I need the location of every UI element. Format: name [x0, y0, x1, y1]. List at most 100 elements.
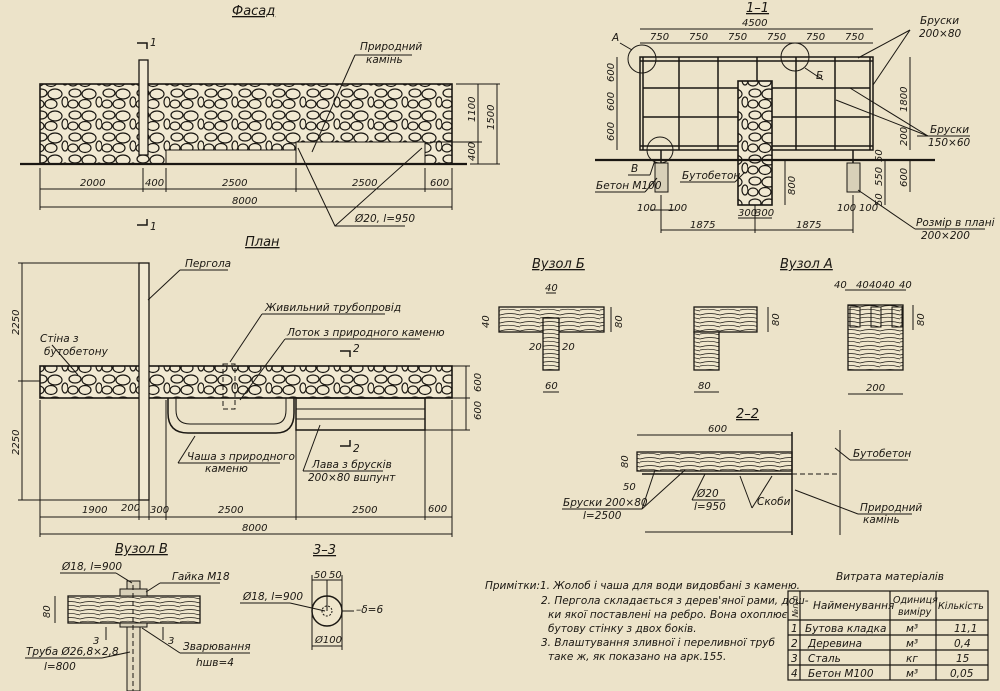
weld-label: Зварювання: [183, 641, 251, 653]
dim-label: 400: [467, 142, 478, 161]
section-2-2: 2–2 600 80 50 Бруски 200×80 l=2500 Ø20 l…: [562, 407, 922, 535]
dim-label: 50: [329, 570, 342, 581]
dim-label: 100: [637, 203, 656, 214]
bowl-recess: [165, 149, 297, 165]
thickness-label: –δ=6: [356, 604, 383, 616]
dim-label: 1800: [899, 87, 910, 112]
cell-qty: 11,1: [954, 623, 977, 635]
post-section: [847, 304, 904, 371]
node-v-label: В: [631, 163, 638, 175]
section-1-1-dimensions: 600 600 600 1800 200 50 550 50 600 800 1…: [606, 57, 911, 233]
dim-label: 1900: [82, 505, 107, 516]
rod-leader: [297, 147, 423, 227]
dim-label: 40: [882, 280, 895, 291]
dim-label: 20: [562, 342, 575, 353]
beam: [67, 595, 201, 624]
cell-n: 1: [791, 623, 798, 635]
rod-label: l=950: [694, 501, 726, 513]
bars-label: 200×80: [919, 28, 962, 40]
bars-label: Бруски 200×80: [563, 497, 648, 509]
bowl-inner: [175, 398, 287, 425]
bench-plan: [295, 397, 426, 431]
note-item: 1. Жолоб і чаша для води видовбані з кам…: [540, 580, 800, 592]
dim-label: 550: [874, 167, 885, 186]
bolt-label: Ø18, l=900: [242, 591, 303, 603]
plan-dimensions: 1900 200 300 2500 2500 600 8000 2250 225…: [11, 262, 484, 537]
dim-label: Ø100: [314, 634, 342, 646]
dim-label: 100: [668, 203, 687, 214]
bowl-outline: [167, 398, 295, 434]
section-mark-bottom: 2: [353, 443, 360, 455]
bowl-label: Чаша з природного: [187, 451, 295, 463]
nut-label: Гайка М18: [172, 571, 230, 583]
dim-total: 8000: [242, 523, 267, 534]
bowl-label: каменю: [205, 463, 248, 475]
bench-boards: [636, 451, 793, 472]
bars-label: Бруски: [930, 124, 969, 136]
dim-label: 40: [856, 280, 869, 291]
plan-size-label: Розмір в плані: [916, 217, 995, 229]
dim-label: 300: [738, 208, 757, 219]
dim-label: 600: [473, 401, 484, 420]
materials-title: Витрата матеріалів: [836, 571, 944, 583]
node-b-label: Б: [816, 70, 823, 82]
cut-mark: 3: [93, 636, 99, 647]
stone-label: камінь: [863, 514, 900, 526]
dim-label: 100: [837, 203, 856, 214]
dim-label: 40: [899, 280, 912, 291]
dim-total: 4500: [742, 18, 767, 29]
section-3-3-title: 3–3: [313, 543, 336, 558]
dim-label: 2250: [11, 430, 22, 455]
footing-right: [846, 162, 861, 193]
note-item: таке ж, як показано на арк.155.: [548, 651, 726, 663]
notes-heading: Примітки:: [485, 580, 540, 592]
dim-label: 50: [874, 193, 885, 206]
plan-title: План: [245, 235, 280, 250]
node-a-title: Вузол А: [780, 257, 833, 272]
dim-label: 800: [787, 176, 798, 195]
note-item: 2. Пергола складається з дерев'яної рами…: [541, 595, 809, 607]
cell-qty: 0,05: [950, 668, 974, 680]
node-a-label: А: [611, 32, 619, 44]
section-marker-icon: [340, 440, 351, 447]
node-v-detail: Вузол В 80 Ø18, l=900 Гайка М18 3 3 Труб…: [25, 542, 251, 691]
staples-label: Скоби: [757, 496, 791, 508]
cell-name: Бутова кладка: [805, 623, 886, 635]
section-mark-top: 1: [150, 37, 157, 49]
wall-label: бутобетону: [44, 346, 109, 358]
header-cell: №п.п: [791, 596, 800, 618]
table-row: 4 Бетон М100 м³ 0,05: [791, 668, 974, 680]
dim-label: 750: [728, 32, 747, 43]
dim-label: 2500: [218, 505, 243, 516]
node-a-detail: Вузол А 80 80 40 40 40 40 40 80 200: [693, 257, 927, 395]
dim-label: 400: [145, 178, 164, 189]
rubble-label: Бутобетон: [682, 170, 740, 182]
bars-label: 150×60: [928, 137, 971, 149]
cell-name: Бетон М100: [808, 668, 874, 680]
leader-line: [311, 54, 356, 153]
post: [693, 331, 720, 371]
concrete-label: Бетон М100: [596, 180, 662, 192]
stone-label: Природний: [860, 502, 922, 514]
bench-label: 200×80 вшпунт: [308, 472, 396, 484]
dim-label: 2250: [11, 310, 22, 335]
cut-mark: 3: [168, 636, 174, 647]
dim-label: 2500: [222, 178, 247, 189]
facade-view: Фасад 1 1 Природний камінь Ø20, l=950 20…: [20, 4, 500, 233]
pergola-plan: [138, 262, 150, 501]
node-b-circle: [780, 42, 810, 72]
cell-unit: м³: [906, 668, 918, 680]
cell-n: 3: [791, 653, 798, 665]
cell-qty: 0,4: [954, 638, 971, 650]
dim-label: 600: [473, 373, 484, 392]
beam: [693, 306, 758, 333]
stone-label: камінь: [366, 54, 403, 66]
bolt-label: Ø18, l=900: [61, 561, 122, 573]
bars-label: l=2500: [583, 510, 622, 522]
node-a-circle: [627, 44, 657, 74]
dim-label: 2500: [352, 505, 377, 516]
dim-label: 750: [767, 32, 786, 43]
section-2-2-title: 2–2: [736, 407, 759, 422]
